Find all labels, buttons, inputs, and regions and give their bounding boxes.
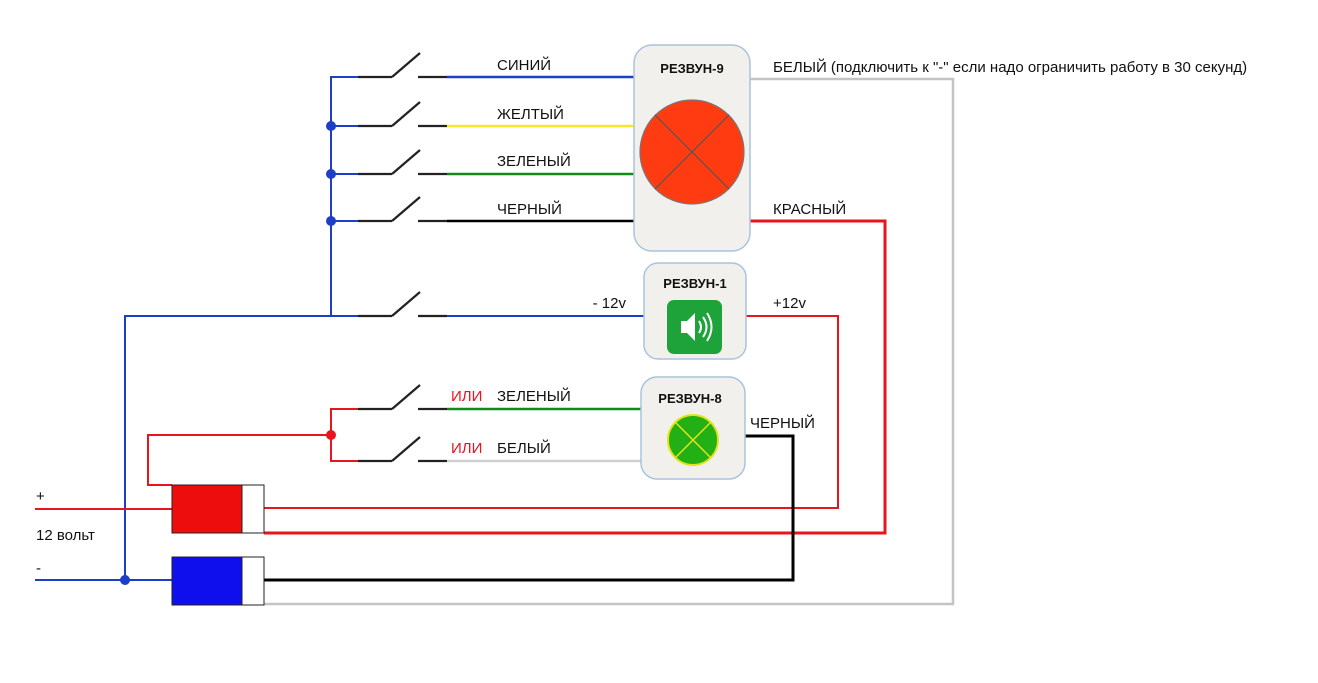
switch-rezvun1 — [358, 291, 447, 318]
rezvun8-title: РЕЗВУН-8 — [658, 391, 721, 406]
power-minus-label: - — [36, 560, 41, 577]
wire-label-red: КРАСНЫЙ — [773, 200, 846, 218]
wire-label-black: ЧЕРНЫЙ — [497, 200, 562, 218]
rezvun8-device: РЕЗВУН-8 — [640, 376, 746, 480]
wire-label-ili-white: ИЛИ — [451, 440, 482, 457]
negative-bus — [35, 76, 358, 581]
wire-label-r8-black: ЧЕРНЫЙ — [750, 414, 815, 432]
return-wires — [264, 77, 955, 606]
power-plus-label: + — [36, 488, 45, 505]
wire-label-blue: СИНИЙ — [497, 56, 551, 74]
rezvun8-red-feed — [147, 408, 358, 486]
red-junction — [326, 430, 336, 440]
switches — [358, 52, 447, 463]
switch-green — [358, 149, 447, 176]
wire-label-plus12: +12v — [773, 295, 806, 312]
wire-label-yellow: ЖЕЛТЫЙ — [497, 105, 564, 123]
switch-rezvun8-white — [358, 436, 447, 463]
rezvun1-title: РЕЗВУН-1 — [663, 276, 726, 291]
minus-terminal-block — [171, 556, 265, 606]
wire-label-white-note: БЕЛЫЙ (подключить к "-" если надо ограни… — [773, 58, 1247, 76]
rezvun9-title: РЕЗВУН-9 — [660, 61, 723, 76]
rezvun1-device: РЕЗВУН-1 — [643, 262, 747, 360]
wire-label-green: ЗЕЛЕНЫЙ — [497, 152, 571, 170]
wire-label-r8-green: ЗЕЛЕНЫЙ — [497, 387, 571, 405]
speaker-icon — [667, 300, 722, 354]
red-cross-lamp-icon — [639, 99, 745, 205]
wire-label-r8-white: БЕЛЫЙ — [497, 439, 551, 457]
switch-yellow — [358, 101, 447, 128]
rezvun9-device: РЕЗВУН-9 — [633, 44, 751, 252]
power-voltage-label: 12 вольт — [36, 527, 95, 544]
switch-rezvun8-green — [358, 384, 447, 411]
negative-bus-junctions — [120, 121, 336, 585]
plus-terminal-block — [171, 484, 265, 534]
wire-label-minus12: - 12v — [593, 295, 627, 312]
green-cross-lamp-icon — [667, 414, 719, 466]
switch-blue — [358, 52, 447, 79]
rezvun9-input-wires — [447, 75, 634, 223]
wire-label-ili-green: ИЛИ — [451, 388, 482, 405]
switch-black — [358, 196, 447, 223]
